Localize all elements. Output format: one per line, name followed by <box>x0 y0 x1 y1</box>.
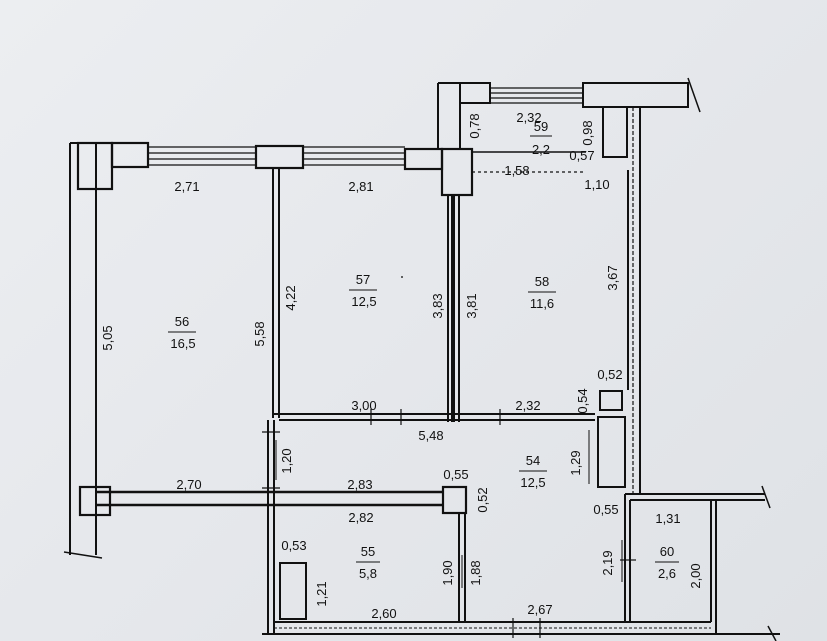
room-57-area: 12,5 <box>351 294 376 309</box>
dim-1-58: 1,58 <box>504 163 529 178</box>
shaft-mid-right-small <box>599 390 623 411</box>
room-labels: 56 16,5 57 12,5 58 11,6 59 2,2 54 12,5 5… <box>168 119 679 581</box>
dim-4-22: 4,22 <box>283 285 298 310</box>
dim-0-53: 0,53 <box>281 538 306 553</box>
dim-0-57: 0,57 <box>569 148 594 163</box>
room-54-number: 54 <box>526 453 540 468</box>
dim-2-60: 2,60 <box>371 606 396 621</box>
dim-0-55-mid: 0,55 <box>443 467 468 482</box>
room-60-area: 2,6 <box>658 566 676 581</box>
pillar-lower-left <box>78 485 112 517</box>
room-60-number: 60 <box>660 544 674 559</box>
dim-1-21: 1,21 <box>314 581 329 606</box>
dim-5-05: 5,05 <box>100 325 115 350</box>
balcony-pillar-right <box>582 82 689 108</box>
shaft-mid-right-large <box>597 416 626 488</box>
left-wall-break <box>63 551 103 559</box>
dim-2-00: 2,00 <box>688 563 703 588</box>
room-59-area: 2,2 <box>532 142 550 157</box>
dim-3-83: 3,83 <box>430 293 445 318</box>
dim-0-98: 0,98 <box>580 120 595 145</box>
walls <box>63 77 780 641</box>
room-58-number: 58 <box>535 274 549 289</box>
dim-0-52-mid: 0,52 <box>475 487 490 512</box>
room-58-area: 11,6 <box>530 296 554 311</box>
dim-2-19: 2,19 <box>600 550 615 575</box>
dim-3-67: 3,67 <box>605 265 620 290</box>
pillar-top-left-b <box>110 141 150 169</box>
dim-2-83: 2,83 <box>347 477 372 492</box>
dim-2-81: 2,81 <box>348 179 373 194</box>
room-56-area: 16,5 <box>170 336 195 351</box>
dim-1-90: 1,90 <box>440 560 455 585</box>
dim-0-55-right: 0,55 <box>593 502 618 517</box>
pillar-top-mid <box>254 144 305 170</box>
dim-2-67: 2,67 <box>527 602 552 617</box>
dim-2-32-top: 2,32 <box>516 110 541 125</box>
dim-0-52-top: 0,52 <box>597 367 622 382</box>
room-57-number: 57 <box>356 272 370 287</box>
dim-1-20: 1,20 <box>279 448 294 473</box>
pillar-top-right-b <box>440 147 474 197</box>
dim-1-88: 1,88 <box>468 560 483 585</box>
room-57-dot <box>401 276 403 278</box>
room-55-number: 55 <box>361 544 375 559</box>
dim-3-81: 3,81 <box>464 293 479 318</box>
room-59-number: 59 <box>534 119 548 134</box>
dim-3-00: 3,00 <box>351 398 376 413</box>
dim-2-71: 2,71 <box>174 179 199 194</box>
room-55-area: 5,8 <box>359 566 377 581</box>
pillar-lower-mid <box>441 485 468 515</box>
dim-2-70: 2,70 <box>176 477 201 492</box>
balcony-pillar-left <box>459 82 491 104</box>
right-wing-break <box>761 485 771 509</box>
dimension-ticks <box>275 430 623 588</box>
dim-5-58: 5,58 <box>252 321 267 346</box>
room-54-area: 12,5 <box>520 475 545 490</box>
pillar-top-right <box>403 147 444 171</box>
dim-2-82: 2,82 <box>348 510 373 525</box>
bottom-right-break <box>767 625 777 641</box>
shaft-top-right <box>602 106 628 158</box>
dim-0-54: 0,54 <box>575 388 590 413</box>
horizontal-dimensions: 2,71 2,81 2,32 0,57 1,58 1,10 0,52 3,00 … <box>174 110 680 621</box>
vertical-dimensions: 0,78 0,98 5,05 5,58 4,22 3,83 3,81 3,67 … <box>100 113 703 606</box>
dim-2-32-mid: 2,32 <box>515 398 540 413</box>
dim-0-78: 0,78 <box>467 113 482 138</box>
dim-1-10: 1,10 <box>584 177 609 192</box>
balcony-wall-break <box>687 77 701 113</box>
box-in-55 <box>279 562 307 620</box>
room-56-number: 56 <box>175 314 189 329</box>
dim-5-48: 5,48 <box>418 428 443 443</box>
dim-1-29: 1,29 <box>568 450 583 475</box>
dim-1-31: 1,31 <box>655 511 680 526</box>
